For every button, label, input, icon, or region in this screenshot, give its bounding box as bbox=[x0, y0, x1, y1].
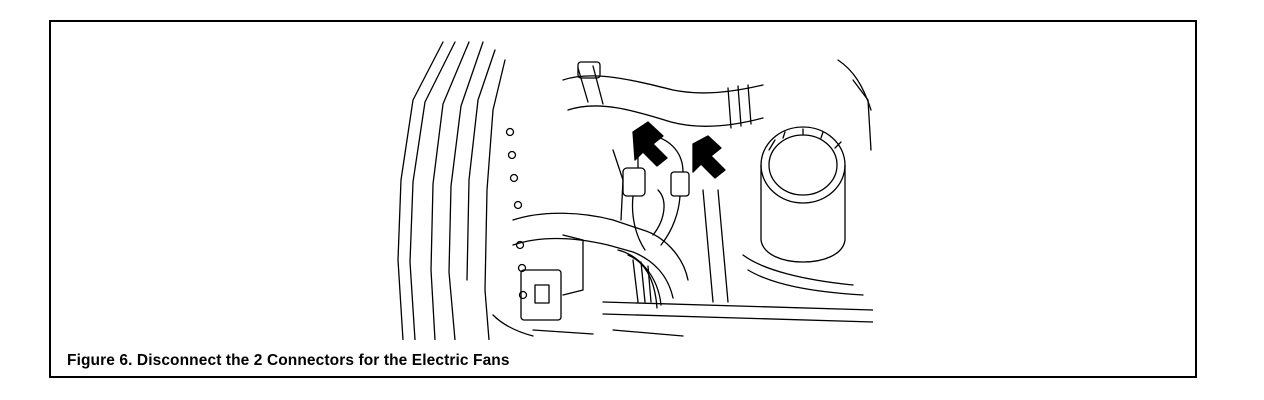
arrow-icon-left bbox=[632, 121, 668, 167]
figure-caption: Figure 6. Disconnect the 2 Connectors fo… bbox=[67, 352, 510, 369]
pointer-arrows bbox=[632, 121, 726, 179]
figure-frame: Figure 6. Disconnect the 2 Connectors fo… bbox=[49, 20, 1197, 378]
upper-hose bbox=[562, 61, 764, 129]
lower-hose-bracket bbox=[512, 212, 689, 321]
reservoir-cap bbox=[760, 59, 872, 263]
fender-panel-lines bbox=[397, 41, 506, 340]
radiator-support bbox=[492, 189, 873, 337]
panel-holes bbox=[505, 127, 528, 300]
arrow-icon-right bbox=[692, 135, 726, 179]
engine-bay-illustration bbox=[397, 41, 873, 340]
